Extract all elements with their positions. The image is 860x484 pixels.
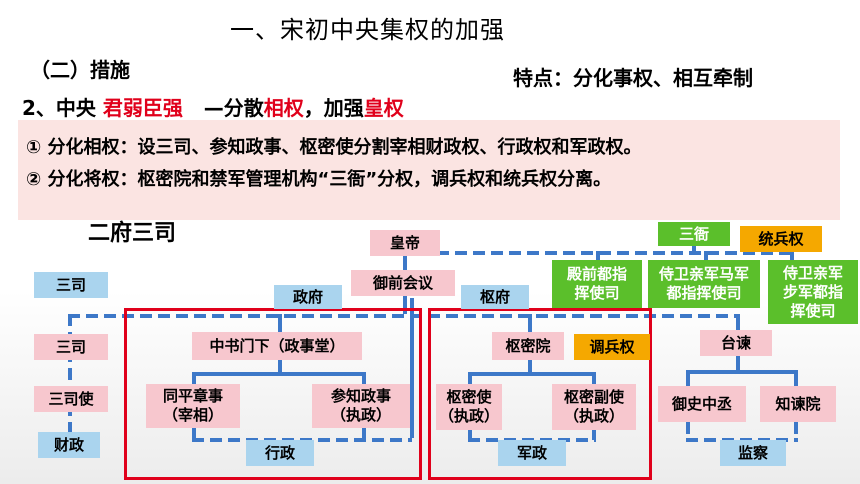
- node-caizheng: 财政: [38, 432, 100, 458]
- node-xingzheng: 行政: [246, 440, 314, 466]
- point-2: ② 分化将权：枢密院和禁军管理机构“三衙”分权，调兵权和统兵权分离。: [26, 169, 612, 190]
- node-tongping: 同平章事 （宰相）: [146, 384, 240, 428]
- connector-zhongshu-down: [278, 358, 282, 372]
- points-band: [18, 120, 840, 220]
- connector-tongping-up: [192, 372, 196, 386]
- connector-yushi-down: [686, 422, 690, 440]
- connector-sansi-left: [68, 314, 72, 434]
- connector-bujun-drop: [790, 251, 794, 261]
- connector-zhengfu-right: [410, 298, 414, 438]
- central-red-2: 相权: [263, 96, 304, 120]
- node-tongbing: 统兵权: [740, 226, 822, 252]
- connector-zhijian-down: [794, 422, 798, 440]
- connector-shumifushi-down: [592, 428, 596, 440]
- central-mid: —分散: [182, 96, 264, 120]
- connector-zhijian-up: [794, 370, 798, 386]
- node-sanya: 三衙: [658, 222, 730, 246]
- shufu-frame: [428, 308, 652, 480]
- connector-sanya-drop: [692, 244, 696, 253]
- connector-council-down: [403, 294, 407, 314]
- node-emperor: 皇帝: [370, 230, 440, 256]
- node-sansi: 三司: [34, 334, 108, 360]
- node-shumiyuan: 枢密院: [492, 332, 564, 360]
- node-junzheng: 军政: [498, 440, 566, 466]
- connector-emperor-sanya: [437, 251, 794, 255]
- chart-title: 二府三司: [88, 221, 177, 246]
- connector-shumishi-down: [468, 428, 472, 440]
- central-red-3: 皇权: [363, 96, 404, 120]
- node-sansishi: 三司使: [34, 386, 108, 412]
- connector-dianqian-drop: [596, 251, 600, 261]
- node-jiancha: 监察: [720, 440, 786, 466]
- node-yushi: 御史中丞: [658, 386, 746, 422]
- zhengfu-frame: [124, 308, 422, 480]
- node-canzhi: 参知政事 （执政）: [312, 384, 410, 428]
- connector-taijian-up: [736, 314, 740, 330]
- connector-shumifushi-up: [592, 372, 596, 386]
- connector-taijian-down: [736, 354, 740, 370]
- node-bujun: 侍卫亲军 步军都指 挥使司: [768, 260, 858, 324]
- connector-canzhi-up: [362, 372, 366, 386]
- node-zhengfu: 政府: [274, 285, 342, 309]
- connector-zhongshu-branch: [192, 372, 366, 376]
- node-zhongshu: 中书门下（政事堂）: [192, 332, 362, 360]
- node-diaobing: 调兵权: [574, 334, 650, 360]
- features-text: 特点：分化事权、相互牵制: [513, 66, 753, 90]
- connector-canzhi-down: [362, 426, 366, 440]
- node-zhijian: 知谏院: [760, 386, 836, 422]
- central-red-1: 君弱臣强: [102, 96, 183, 120]
- node-mjun: 侍卫亲军马军 都指挥使司: [648, 260, 760, 308]
- central-prefix: 2、中央: [22, 96, 103, 120]
- connector-taijian-branch: [686, 370, 798, 374]
- central-heading: 2、中央 君弱臣强 —分散相权，加强皇权: [22, 92, 404, 121]
- node-shufu: 枢府: [461, 285, 529, 309]
- connector-yushi-up: [686, 370, 690, 386]
- connector-mjun-drop: [704, 251, 708, 261]
- connector-tongping-down: [192, 426, 196, 440]
- node-sansi-label: 三司: [34, 272, 108, 298]
- connector-emperor-council: [403, 256, 407, 270]
- slide-title: 一、宋初中央集权的加强: [230, 16, 505, 44]
- connector-main-horizontal: [68, 314, 738, 318]
- node-shumishi: 枢密使 （执政）: [436, 384, 502, 430]
- measures-heading: （二）措施: [30, 58, 130, 82]
- connector-shumi-down: [528, 358, 532, 372]
- point-1: ① 分化相权：设三司、参知政事、枢密使分割宰相财政权、行政权和军政权。: [26, 137, 642, 158]
- central-mid-2: ，加强: [303, 96, 364, 120]
- connector-shumishi-up: [468, 372, 472, 386]
- node-taijian: 台谏: [700, 330, 772, 356]
- connector-shumi-up: [528, 314, 532, 332]
- node-council: 御前会议: [351, 270, 455, 296]
- connector-zhongshu-up: [278, 314, 282, 332]
- node-dianqian: 殿前都指 挥使司: [552, 260, 642, 308]
- node-shumifushi: 枢密副使 （执政）: [552, 384, 636, 430]
- connector-shumi-branch: [468, 372, 596, 376]
